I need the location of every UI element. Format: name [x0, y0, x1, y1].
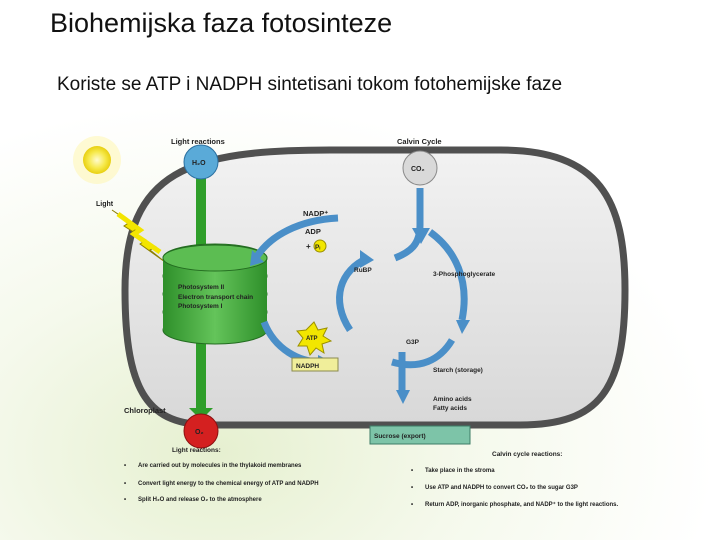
h2o-label: H₂O [192, 160, 206, 167]
starch-label: Starch (storage) [433, 367, 483, 374]
water-stem [196, 176, 206, 266]
o2-label: O₂ [195, 429, 204, 436]
calvin-list-item: Take place in the stroma [425, 468, 495, 474]
oxygen-stem [196, 340, 206, 412]
co2-label: CO₂ [411, 166, 425, 173]
svg-text:•: • [411, 468, 413, 474]
fatty-acids-label: Fatty acids [433, 405, 467, 412]
light-list-item: Are carried out by molecules in the thyl… [138, 463, 302, 469]
atp-star [296, 321, 333, 356]
light-reactions-list-header: Light reactions: [172, 447, 221, 454]
atp-label: ATP [306, 336, 318, 342]
svg-text:•: • [124, 481, 126, 487]
rubp-label: RuBP [354, 267, 372, 274]
g3p-label: G3P [406, 339, 420, 346]
h2o-circle [183, 144, 219, 180]
adp-label: ADP [305, 227, 321, 236]
amino-acids-label: Amino acids [433, 396, 472, 403]
plus-label: + [306, 242, 311, 251]
o2-circle [183, 413, 219, 449]
calvin-list-item: Use ATP and NADPH to convert CO₂ to the … [425, 485, 578, 491]
nadph-label: NADPH [296, 363, 319, 370]
nadph-box [291, 357, 339, 372]
etc-label: Electron transport chain [178, 294, 253, 301]
calvin-list-item: Return ADP, inorganic phosphate, and NAD… [425, 501, 619, 508]
svg-text:•: • [124, 463, 126, 469]
sucrose-box [369, 425, 471, 445]
thylakoid-stack [162, 243, 268, 345]
pi-label: Pᵢ [315, 244, 320, 251]
ps1-label: Photosystem I [178, 303, 223, 310]
calvin-cycle-arrows [253, 188, 468, 392]
ps2-label: Photosystem II [178, 284, 224, 291]
svg-text:•: • [124, 497, 126, 503]
svg-text:•: • [411, 485, 413, 491]
pga-label: 3-Phosphoglycerate [433, 271, 496, 278]
sun-icon [73, 136, 121, 184]
svg-text:•: • [411, 502, 413, 508]
nadp-label: NADP⁺ [303, 209, 328, 218]
pi-circle [313, 239, 327, 253]
light-list-item: Split H₂O and release O₂ to the atmosphe… [138, 497, 262, 503]
light-reactions-header: Light reactions [171, 137, 225, 146]
co2-circle [402, 150, 438, 186]
calvin-list-header: Calvin cycle reactions: [492, 451, 562, 458]
chloroplast-label: Chloroplast [124, 406, 166, 415]
slide-subtitle: Koriste se ATP i NADPH sintetisani tokom… [57, 74, 563, 95]
light-list-item: Convert light energy to the chemical ene… [138, 481, 319, 487]
sucrose-label: Sucrose (export) [374, 433, 426, 440]
light-label: Light [96, 201, 114, 208]
slide-title: Biohemijska faza fotosinteze [50, 8, 393, 38]
calvin-cycle-header: Calvin Cycle [397, 137, 442, 146]
